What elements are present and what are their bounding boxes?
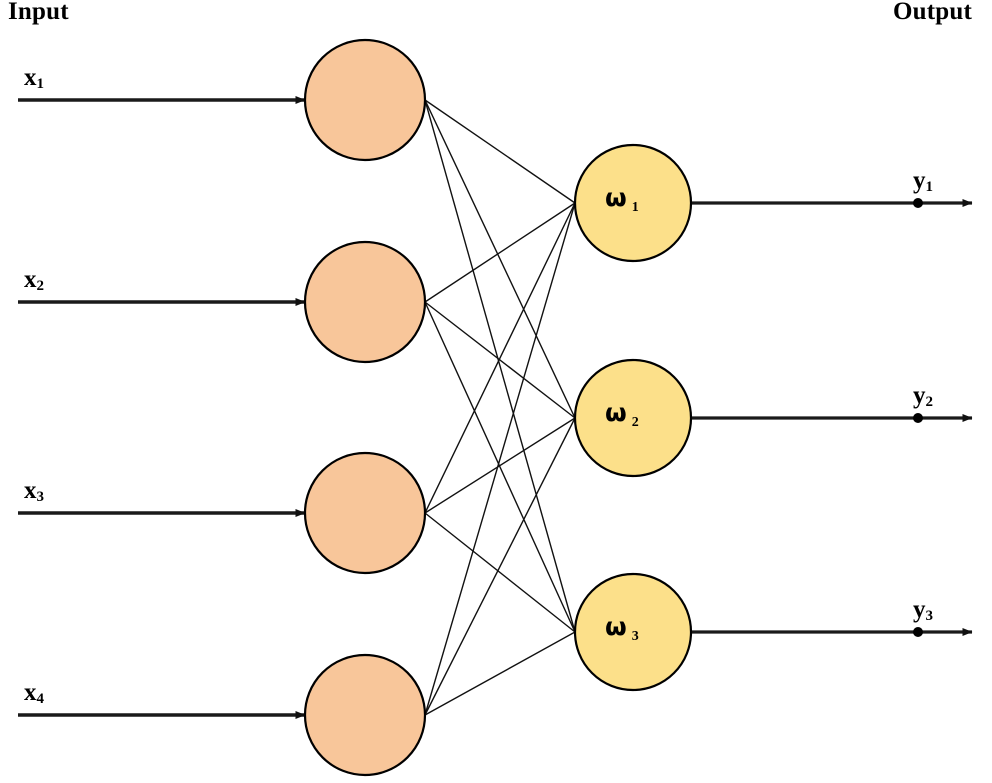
hidden-label-omega1-subscript: 1 [631,200,639,215]
connection-edge [424,631,576,716]
input-label-x1-subscript: 1 [36,76,45,92]
connection-edges [424,99,576,716]
connection-edge [424,512,576,633]
input-label-x2-symbol: x [24,266,37,293]
output-node-dot [913,413,923,423]
connection-edge [424,99,576,204]
input-label-x3: x3 [24,477,44,505]
output-label-y2: y2 [913,382,933,410]
hidden-label-omega1-symbol: ω [605,183,627,212]
output-label-y2-subscript: 2 [925,394,934,410]
input-node-2[interactable] [303,240,427,364]
output-label-y2-symbol: y [913,382,926,409]
input-node-1[interactable] [303,38,427,162]
output-node-dot [913,627,923,637]
hidden-layer-nodes [573,143,693,692]
input-label-x2: x2 [24,266,44,294]
input-label-x4: x4 [24,679,44,707]
connection-edge [424,417,576,716]
output-label-y3-symbol: y [913,596,926,623]
connection-edge [424,202,576,514]
input-node-4[interactable] [303,653,427,777]
output-label-y3: y3 [913,596,933,624]
output-label-y1-symbol: y [913,167,926,194]
input-label-x1: x1 [24,64,44,92]
input-label-x4-symbol: x [24,679,37,706]
connection-edge [424,99,576,419]
connection-edge [424,301,576,633]
connection-edge [424,202,576,716]
hidden-label-omega2-symbol: ω [605,398,627,427]
input-section-title: Input [8,0,69,25]
output-label-y1: y1 [913,167,933,195]
input-layer-nodes [303,38,427,777]
input-node-3[interactable] [303,451,427,575]
hidden-label-omega2-subscript: 2 [631,415,639,430]
output-label-y1-subscript: 1 [925,179,934,195]
input-label-x1-symbol: x [24,64,37,91]
connection-edge [424,417,576,514]
hidden-label-omega3-subscript: 3 [631,629,639,644]
output-section-title: Output [893,0,973,25]
input-label-x3-subscript: 3 [36,489,45,505]
output-node-dot [913,198,923,208]
connection-edge [424,301,576,419]
input-label-x4-subscript: 4 [36,691,45,707]
hidden-label-omega3-symbol: ω [605,612,627,641]
output-dots [913,198,923,637]
output-label-y3-subscript: 3 [925,608,934,624]
hidden-node-2[interactable] [573,358,693,478]
connection-edge [424,202,576,303]
input-label-x3-symbol: x [24,477,37,504]
hidden-node-3[interactable] [573,572,693,692]
input-label-x2-subscript: 2 [36,278,45,294]
hidden-node-1[interactable] [573,143,693,263]
output-arrows [690,199,973,636]
input-arrows [18,96,306,719]
connection-edge [424,99,576,633]
